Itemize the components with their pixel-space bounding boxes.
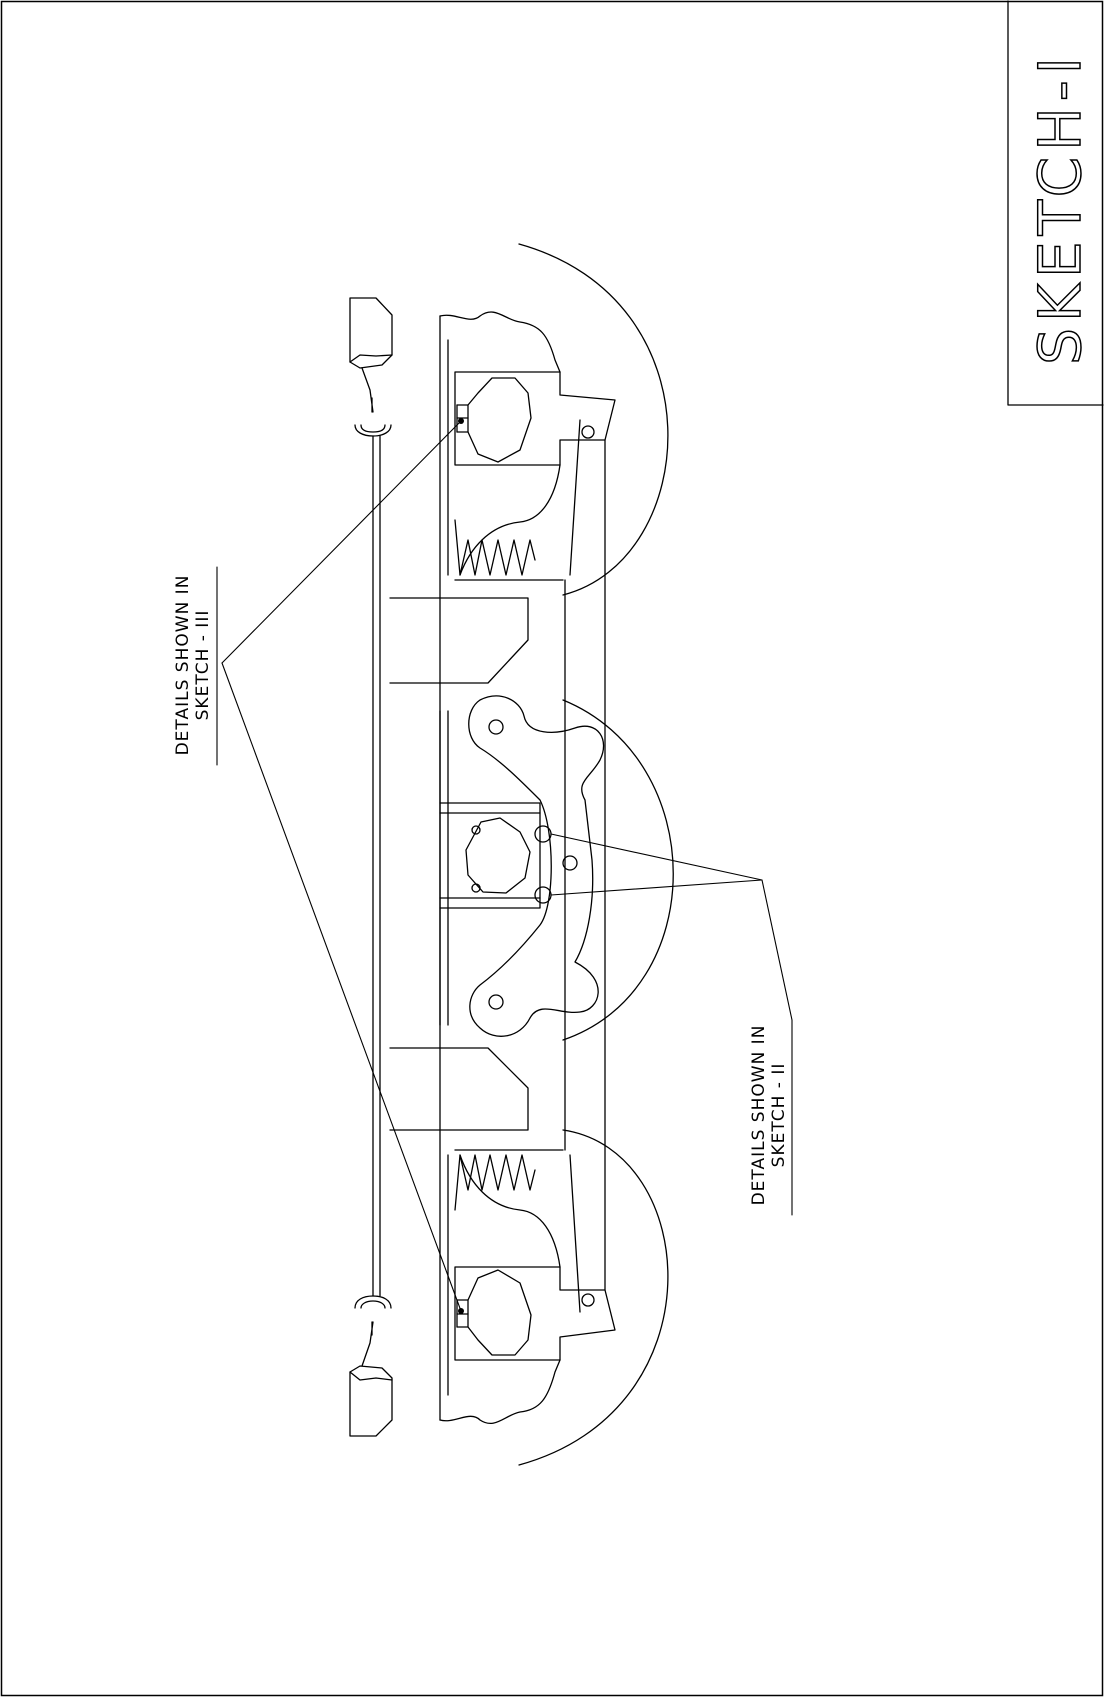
- callout-sketch-ii-line1: DETAILS SHOWN IN: [749, 1025, 769, 1206]
- callout-sketch-iii-line1: DETAILS SHOWN IN: [173, 575, 193, 756]
- title-block: SKETCH-I: [1007, 0, 1104, 406]
- center-equalizer: [439, 695, 605, 1037]
- bogie-frame: [389, 315, 606, 1421]
- longitudinal-rods: [372, 435, 381, 1297]
- wheel-arcs: [518, 243, 674, 1466]
- sketch-title: SKETCH-I: [1026, 51, 1094, 365]
- axle-box-bottom: [439, 1149, 616, 1425]
- callout-sketch-iii-line2: SKETCH - III: [193, 610, 213, 721]
- callout-sketch-ii: DETAILS SHOWN IN SKETCH - II: [550, 833, 793, 1216]
- coupler-top: [349, 297, 393, 437]
- callout-sketch-iii: DETAILS SHOWN IN SKETCH - III: [173, 418, 464, 1314]
- coupler-bottom: [349, 1295, 393, 1437]
- axle-box-top: [439, 311, 616, 581]
- callout-sketch-ii-line2: SKETCH - II: [769, 1063, 789, 1168]
